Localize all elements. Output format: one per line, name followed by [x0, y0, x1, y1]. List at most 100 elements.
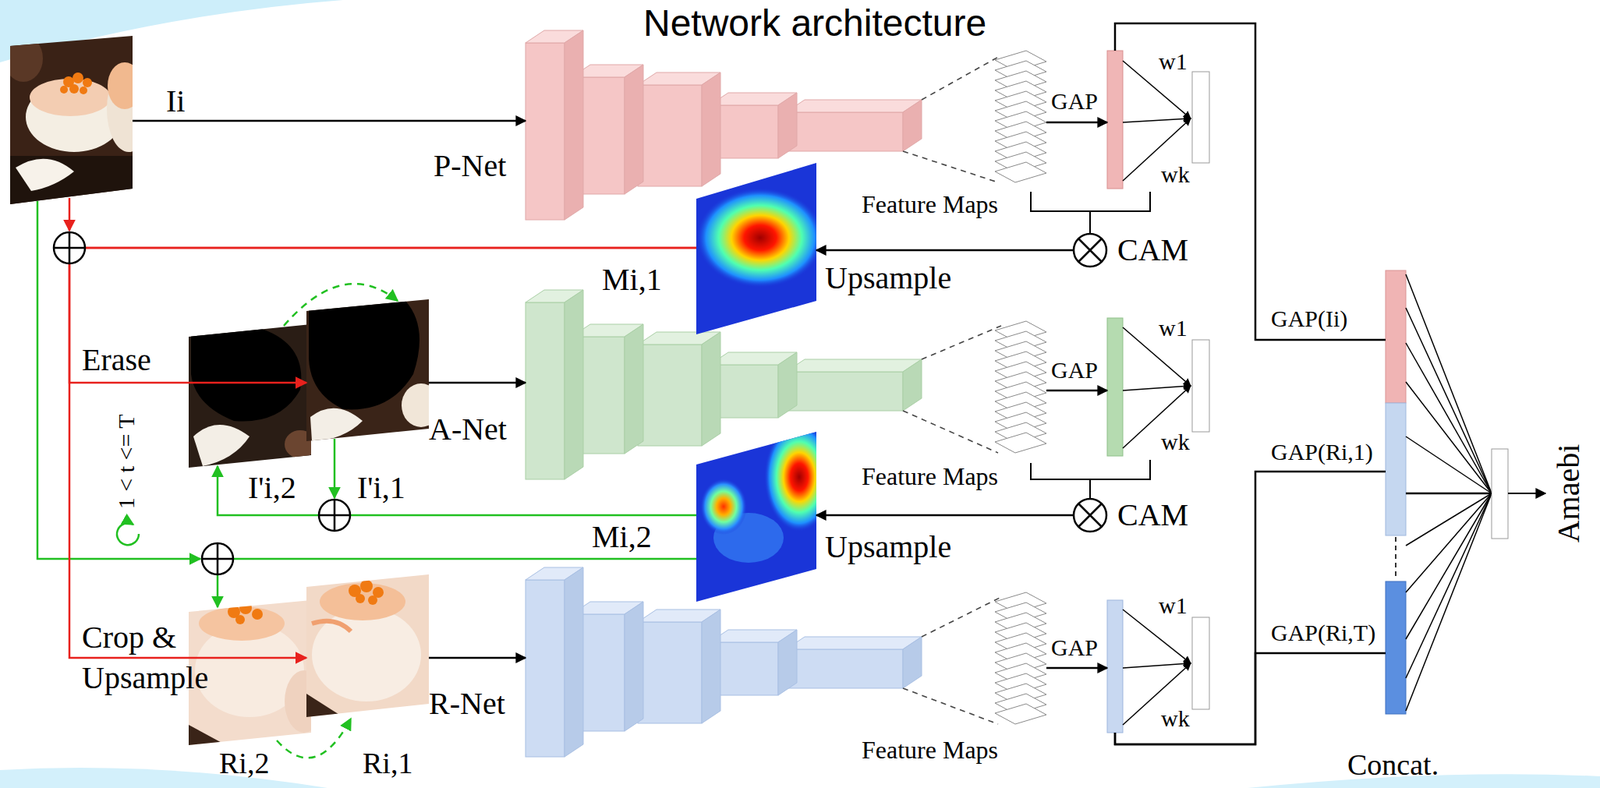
connector — [217, 466, 697, 516]
network-block: A-Net — [525, 288, 924, 480]
node-label: CAM — [1117, 497, 1189, 534]
connector — [816, 514, 1074, 517]
concat-vector: Concat. — [1385, 270, 1406, 715]
cam-operator: CAM — [1073, 233, 1107, 267]
gap-bar — [1107, 600, 1123, 733]
r-net-layers — [525, 567, 922, 758]
feature-maps: Feature Maps — [994, 592, 1047, 731]
heatmap: Mi,2Upsample — [696, 431, 817, 602]
weight-bar — [1192, 71, 1210, 163]
node-label: I'i,2 — [247, 470, 297, 506]
node-label: R-Net — [428, 686, 506, 723]
connector — [132, 120, 526, 123]
node-label: Upsample — [824, 260, 952, 297]
connector — [69, 247, 697, 659]
annotation: w1 — [1158, 315, 1188, 343]
node-label: Ri,1 — [362, 746, 413, 782]
title: Network architecture — [643, 1, 987, 45]
connector — [217, 559, 697, 608]
input-image: Ii — [10, 35, 133, 205]
weight-bar — [1192, 617, 1210, 710]
node-label: Feature Maps — [861, 736, 999, 765]
annotation: wk — [1161, 705, 1190, 733]
connector — [902, 597, 1002, 725]
connector — [428, 382, 526, 385]
output-bar — [1491, 449, 1508, 539]
annotation: w1 — [1158, 48, 1188, 76]
input-wire — [37, 201, 201, 560]
connector — [276, 718, 351, 758]
erased-wire — [333, 438, 337, 499]
heatmap-image — [696, 162, 825, 335]
cam-operator: CAM — [1073, 499, 1107, 532]
node-label: GAP — [1051, 88, 1098, 116]
node-label: A-Net — [428, 411, 507, 448]
edge-label: GAP(Ri,1) — [1270, 438, 1374, 467]
fan-lines — [1405, 274, 1492, 712]
input-photo — [3, 35, 151, 205]
connector — [1115, 653, 1386, 745]
edge-label: GAP(Ii) — [1270, 305, 1348, 333]
annotation: wk — [1161, 161, 1190, 189]
node-label: Ii — [166, 85, 185, 117]
node-label: Concat. — [1347, 748, 1439, 783]
cropped-photo — [188, 600, 324, 746]
node-label: Ri,2 — [219, 746, 270, 782]
feature-stack — [994, 321, 1047, 454]
feature-maps: Feature Maps — [994, 50, 1047, 189]
heatmap-image — [696, 422, 835, 602]
node-label: Upsample — [824, 529, 952, 566]
node-label: GAP — [1051, 634, 1098, 662]
connector — [69, 247, 697, 383]
erased-photo — [188, 324, 316, 468]
erased-photo — [306, 299, 441, 442]
gap-vector: GAP — [1107, 318, 1123, 457]
node-label: P-Net — [433, 148, 507, 185]
node-label: I'i,1 — [357, 470, 406, 506]
node-label: Feature Maps — [861, 190, 999, 220]
connector — [902, 325, 1002, 454]
connector — [1046, 389, 1108, 393]
node-label: Mi,2 — [591, 520, 652, 555]
connector — [1115, 23, 1386, 340]
connector — [816, 249, 1074, 252]
gap-vector: GAP — [1107, 600, 1123, 733]
erased-image: I'i,1 — [306, 299, 429, 442]
weight-bar — [1192, 339, 1210, 432]
feature-maps: Feature Maps — [994, 321, 1047, 460]
edge-label: Erase — [81, 343, 152, 378]
output-arrow — [1507, 492, 1546, 495]
region-image: Ri,1 — [306, 574, 429, 718]
connector — [428, 657, 526, 660]
edge-label: Crop & Upsample — [81, 617, 238, 699]
input-wire — [68, 198, 71, 231]
connector — [1405, 492, 1492, 496]
annotation: w1 — [1158, 592, 1188, 620]
add-operator — [53, 232, 351, 575]
connector — [1115, 471, 1386, 745]
cropped-photo — [306, 574, 429, 718]
gap-bar — [1107, 50, 1123, 189]
connector — [1046, 667, 1108, 670]
gap-bar — [1107, 318, 1123, 457]
edge-label: GAP(Ri,T) — [1270, 619, 1376, 648]
feature-stack — [994, 50, 1047, 183]
node-label: Mi,1 — [601, 261, 662, 298]
feature-stack — [994, 592, 1047, 725]
connector — [283, 283, 398, 326]
node-label: GAP — [1051, 357, 1098, 385]
heatmap: Mi,1Upsample — [696, 162, 817, 335]
node-label: Amaebi — [1550, 444, 1587, 544]
annotation: 1 < t <= T — [113, 414, 141, 510]
connector — [902, 55, 1002, 183]
concat-bar — [1385, 270, 1406, 715]
network-block: R-Net — [525, 566, 924, 758]
gap-vector: GAP — [1107, 50, 1123, 189]
erased-image: I'i,2 — [188, 324, 312, 468]
node-label: CAM — [1117, 232, 1189, 269]
loop-icon — [116, 523, 139, 546]
